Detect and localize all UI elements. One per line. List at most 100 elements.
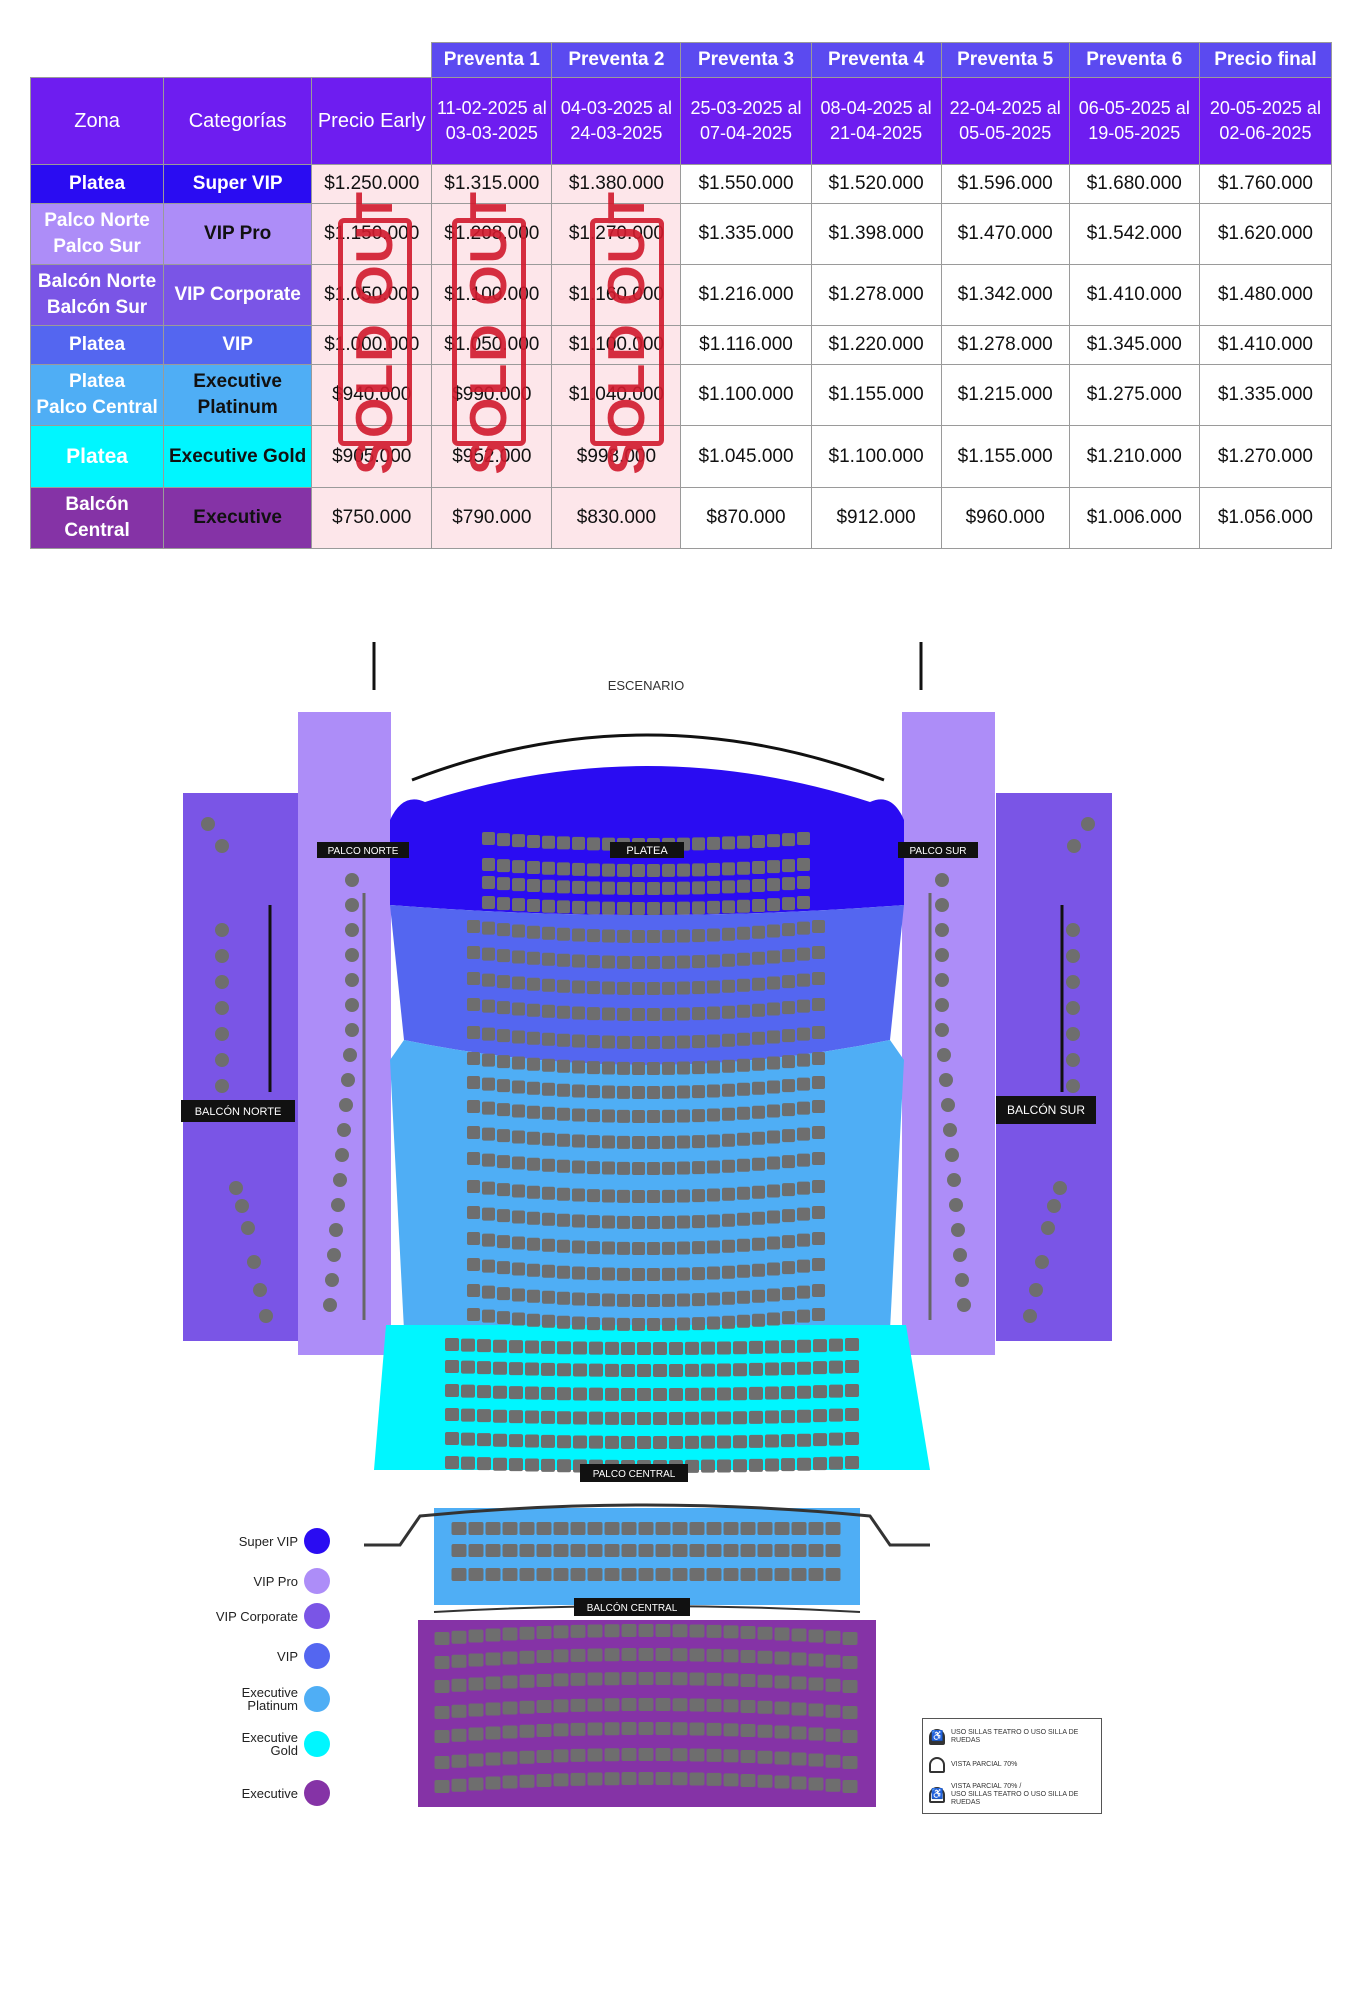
- seat-box: [845, 1360, 859, 1373]
- price-cell: $1.470.000: [940, 203, 1070, 265]
- seat-box: [542, 1158, 555, 1172]
- seat-box: [647, 1061, 660, 1075]
- seat-box: [512, 1156, 525, 1170]
- seat-map: ESCENARIO PLATEA PA: [181, 642, 1112, 1807]
- seat-box: [653, 1363, 667, 1377]
- seat-box: [573, 1387, 587, 1401]
- seat-box: [701, 1411, 715, 1425]
- seat-box: [752, 878, 765, 892]
- seat-box: [782, 1209, 795, 1223]
- seat-box: [672, 1772, 688, 1786]
- seat-box: [653, 1341, 667, 1355]
- seat-box: [587, 1241, 600, 1255]
- seat-box: [468, 1629, 484, 1643]
- price-table: Preventa 1 Preventa 2 Preventa 3 Prevent…: [29, 42, 1333, 549]
- seat-box: [717, 1387, 731, 1401]
- seat-box: [692, 901, 705, 915]
- seat-box: [647, 1317, 660, 1331]
- seat-box: [587, 1161, 600, 1175]
- seat-box: [587, 1522, 603, 1535]
- seat-box: [542, 1004, 555, 1018]
- seat-box: [638, 1722, 654, 1735]
- seat-box: [632, 1267, 645, 1281]
- seat-box: [502, 1701, 518, 1715]
- zone-label: Balcón Norte: [37, 271, 157, 292]
- seat-box: [752, 1185, 765, 1199]
- legend-item: Executive: [190, 1780, 330, 1806]
- seat-box: [497, 897, 510, 911]
- seat-box: [485, 1726, 501, 1740]
- price-cell: $905.000: [311, 425, 433, 488]
- seat-box: [825, 1522, 841, 1535]
- seat-box: [617, 1215, 630, 1229]
- seat-box: [669, 1411, 683, 1425]
- seat-box: [519, 1674, 535, 1688]
- seat-box: [812, 1052, 825, 1065]
- seat-box: [467, 998, 480, 1011]
- label-box: [574, 1598, 690, 1616]
- seat-box: [604, 1522, 620, 1535]
- seat-box: [570, 1544, 586, 1557]
- seat-box: [467, 1052, 480, 1065]
- legend-item: VIP: [190, 1643, 330, 1669]
- seat-box: [467, 1152, 480, 1165]
- seat-box: [677, 1109, 690, 1123]
- seat-box: [632, 1061, 645, 1075]
- seat-box: [527, 878, 540, 892]
- seat-circle: [259, 1309, 273, 1323]
- seat-box: [717, 1435, 731, 1449]
- seat-box: [557, 1435, 571, 1449]
- presale-header: Preventa 1: [431, 42, 553, 78]
- seat-box: [765, 1386, 779, 1400]
- seat-box: [621, 1722, 637, 1736]
- seat-box: [662, 929, 675, 943]
- date-start: 11-02-2025 al: [436, 98, 547, 118]
- seat-circle: [235, 1199, 249, 1213]
- seat-box: [632, 1007, 645, 1021]
- seat-box: [707, 954, 720, 968]
- seat-box: [602, 955, 615, 969]
- seat-box: [502, 1751, 518, 1765]
- seat-box: [512, 1210, 525, 1224]
- seat-box: [512, 898, 525, 912]
- seat-box: [527, 925, 540, 939]
- seat-box: [685, 1387, 699, 1401]
- seat-box: [692, 1215, 705, 1229]
- seat-box: [662, 881, 675, 895]
- seat-box: [572, 900, 585, 914]
- seat-box: [512, 1262, 525, 1276]
- seat-box: [655, 1648, 671, 1662]
- seat-box: [468, 1568, 484, 1581]
- seat-circle: [253, 1283, 267, 1297]
- seat-box: [647, 863, 660, 877]
- label-box: [610, 842, 684, 858]
- seat-box: [706, 1772, 722, 1786]
- seat-box: [512, 1080, 525, 1094]
- price-cell: $790.000: [431, 487, 553, 549]
- seat-box: [689, 1568, 705, 1581]
- seat-box: [632, 863, 645, 877]
- seat-circle: [1067, 839, 1081, 853]
- seat-box: [553, 1749, 569, 1763]
- seat-box: [677, 1161, 690, 1175]
- seat-box: [509, 1362, 523, 1376]
- price-cell: $1.155.000: [940, 425, 1070, 488]
- seat-box: [752, 925, 765, 939]
- seat-box: [542, 926, 555, 940]
- seat-box: [541, 1410, 555, 1424]
- seat-box: [752, 898, 765, 912]
- seat-box: [692, 1109, 705, 1123]
- seat-box: [587, 1698, 603, 1712]
- label-box: [580, 1464, 688, 1482]
- seat-box: [604, 1648, 620, 1662]
- seat-box: [692, 1267, 705, 1281]
- seat-circle: [943, 1123, 957, 1137]
- price-cell: $1.100.000: [810, 425, 942, 488]
- seat-box: [497, 1155, 510, 1169]
- seat-box: [672, 1568, 688, 1581]
- seat-box: [541, 1458, 555, 1472]
- seat-box: [602, 1317, 615, 1331]
- seat-box: [541, 1362, 555, 1376]
